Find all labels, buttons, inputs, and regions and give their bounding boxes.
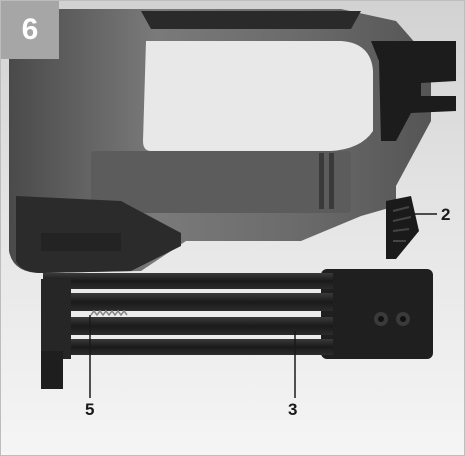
release-lever <box>386 196 419 259</box>
callout-label-3: 3 <box>288 400 298 419</box>
handle-opening <box>143 41 373 151</box>
grip-end <box>371 41 456 141</box>
callout-label-5: 5 <box>85 400 95 419</box>
nosepiece <box>41 279 71 359</box>
callout-label-2: 2 <box>441 205 451 224</box>
magazine-rail <box>43 273 333 289</box>
top-grip <box>141 11 361 29</box>
step-number-badge: 6 <box>1 1 59 59</box>
body-panel <box>91 151 351 213</box>
pusher-spring <box>90 309 128 317</box>
